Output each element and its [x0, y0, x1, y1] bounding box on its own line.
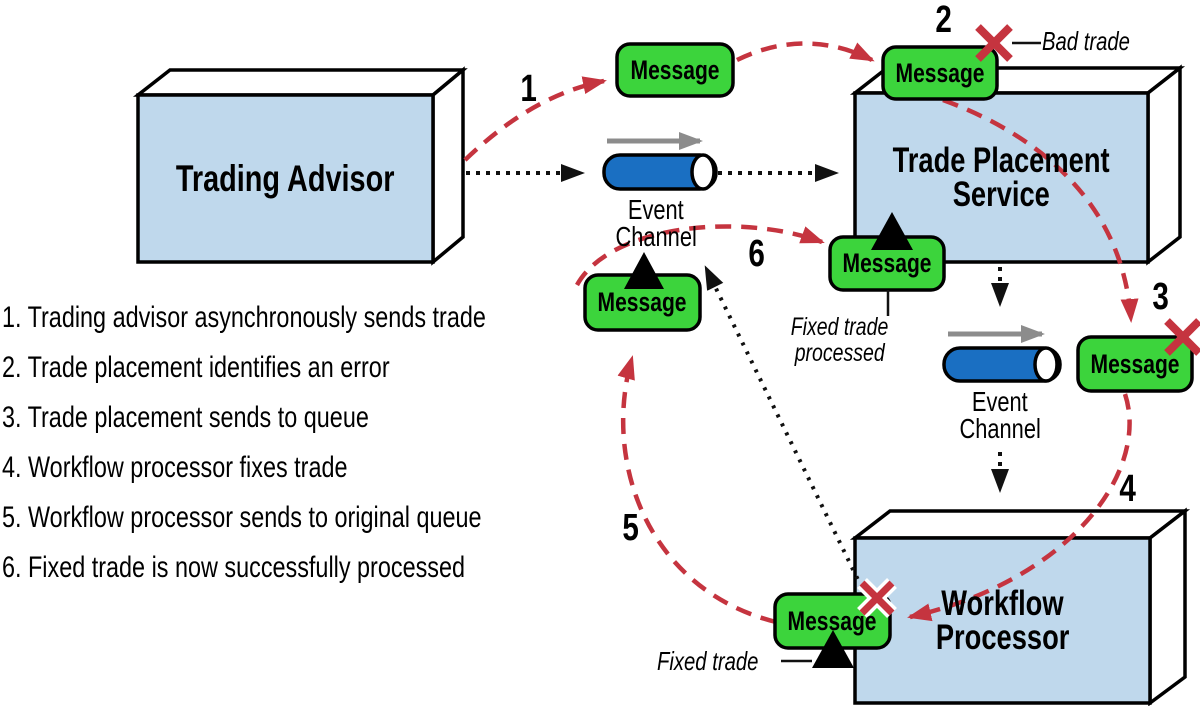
legend-item-1: 1. Trading advisor asynchronously sends …	[2, 293, 622, 343]
event-channel-2-body	[942, 346, 1062, 383]
event-channel-1-label-line2: Channel	[615, 221, 697, 252]
event-channel-1-cap	[690, 153, 716, 191]
fixed-trade-processed-annotation: Fixed trade processed	[770, 314, 910, 366]
message-label-6-text: Message	[788, 605, 877, 636]
fixed-trade-processed-line2: processed	[795, 339, 885, 367]
step-marker-2-text: 2	[935, 0, 953, 41]
legend-item-2-text: 2. Trade placement identifies an error	[2, 351, 390, 384]
red-arc-step3	[942, 97, 1139, 323]
trade-placement-label-line2: Service	[952, 174, 1051, 214]
message-box-3	[1076, 335, 1194, 393]
trade-placement-box-side	[1146, 64, 1182, 266]
bad-trade-x-icon	[975, 24, 1013, 62]
legend-item-1-text: 1. Trading advisor asynchronously sends …	[2, 301, 486, 334]
legend-item-4: 4. Workflow processor fixes trade	[2, 443, 622, 493]
legend-item-3-text: 3. Trade placement sends to queue	[2, 401, 369, 434]
event-channel-2-label-line2: Channel	[959, 413, 1041, 444]
message-label-3-text: Message	[1090, 348, 1180, 379]
legend-item-2: 2. Trade placement identifies an error	[2, 343, 622, 393]
workflow-processor-box-top	[849, 509, 1191, 540]
workflow-processor-box-side	[1148, 507, 1187, 706]
message-label-4: Message	[830, 237, 944, 290]
message-box-1	[615, 42, 735, 98]
trading-advisor-label-text: Trading Advisor	[176, 157, 395, 199]
trading-advisor-box	[132, 66, 468, 266]
legend-item-3: 3. Trade placement sends to queue	[2, 393, 622, 443]
workflow-processor-label: Workflow Processor	[855, 538, 1150, 703]
receive-triangle-workflow	[812, 630, 854, 668]
trading-advisor-box-front	[136, 93, 435, 264]
step-marker-2: 2	[920, 0, 968, 42]
red-arc-step1	[463, 76, 607, 162]
step-marker-5-text: 5	[622, 506, 640, 549]
message-box-2	[881, 45, 999, 101]
event-channel-1-label: Event Channel	[598, 194, 714, 252]
message-label-3: Message	[1078, 337, 1192, 391]
workflow-processor-box-front	[853, 536, 1152, 705]
trading-advisor-box-side	[431, 66, 465, 266]
event-channel-2-label: Event Channel	[940, 386, 1060, 444]
step-marker-3: 3	[1137, 275, 1185, 319]
step-marker-4: 4	[1104, 467, 1152, 511]
fixed-trade-annotation-text: Fixed trade	[657, 646, 759, 676]
bad-trade-annotation-text: Bad trade	[1042, 26, 1130, 56]
event-channel-1-cylinder	[602, 132, 718, 191]
step-marker-6-text: 6	[748, 232, 766, 275]
legend-item-5-text: 5. Workflow processor sends to original …	[2, 501, 482, 534]
legend-item-6-text: 6. Fixed trade is now successfully proce…	[2, 551, 466, 584]
receive-triangle-channel1	[624, 252, 664, 289]
legend-item-6: 6. Fixed trade is now successfully proce…	[2, 543, 622, 593]
workflow-message-x-icon	[857, 578, 897, 618]
step-marker-4-text: 4	[1119, 467, 1137, 510]
message-label-2-text: Message	[895, 57, 985, 88]
legend-item-4-text: 4. Workflow processor fixes trade	[2, 451, 348, 484]
trade-placement-label-line1: Trade Placement	[892, 140, 1110, 180]
step-marker-3-text: 3	[1152, 275, 1170, 318]
step-marker-1: 1	[505, 67, 553, 111]
trade-placement-label: Trade Placement Service	[855, 93, 1148, 262]
red-arc-step4	[907, 393, 1132, 622]
workflow-processor-label-line2: Processor	[935, 617, 1070, 657]
message-label-5-text: Message	[598, 287, 687, 317]
event-channel-1-body	[602, 153, 718, 191]
step-marker-6: 6	[733, 232, 781, 276]
fixed-trade-annotation: Fixed trade	[657, 646, 787, 677]
message-label-2: Message	[883, 47, 997, 99]
message-label-1: Message	[617, 44, 733, 96]
message-label-6: Message	[775, 594, 890, 648]
workflow-processor-box	[849, 507, 1191, 706]
fixed-trade-processed-line1: Fixed trade	[791, 313, 889, 341]
event-channel-2-cap	[1033, 346, 1059, 383]
legend-item-5: 5. Workflow processor sends to original …	[2, 493, 622, 543]
queued-message-x-icon	[1164, 318, 1200, 356]
bad-trade-annotation: Bad trade	[1042, 26, 1155, 57]
message-label-4-text: Message	[842, 248, 932, 278]
workflow-processor-label-line1: Workflow	[941, 583, 1064, 623]
message-label-5: Message	[585, 275, 700, 330]
trading-advisor-box-top	[132, 68, 468, 97]
red-arc-step6	[575, 224, 825, 287]
message-label-1-text: Message	[630, 54, 720, 85]
step-legend: 1. Trading advisor asynchronously sends …	[2, 293, 622, 593]
red-arc-step2	[736, 41, 875, 63]
step-marker-5: 5	[607, 506, 655, 550]
red-arc-step5	[617, 355, 777, 625]
event-channel-2-cylinder	[942, 325, 1062, 383]
trading-advisor-label: Trading Advisor	[138, 95, 433, 262]
event-channel-1-label-line1: Event	[628, 194, 684, 225]
step-marker-1-text: 1	[520, 67, 538, 110]
receive-triangle-placement	[871, 212, 913, 250]
event-channel-2-label-line1: Event	[972, 386, 1028, 417]
